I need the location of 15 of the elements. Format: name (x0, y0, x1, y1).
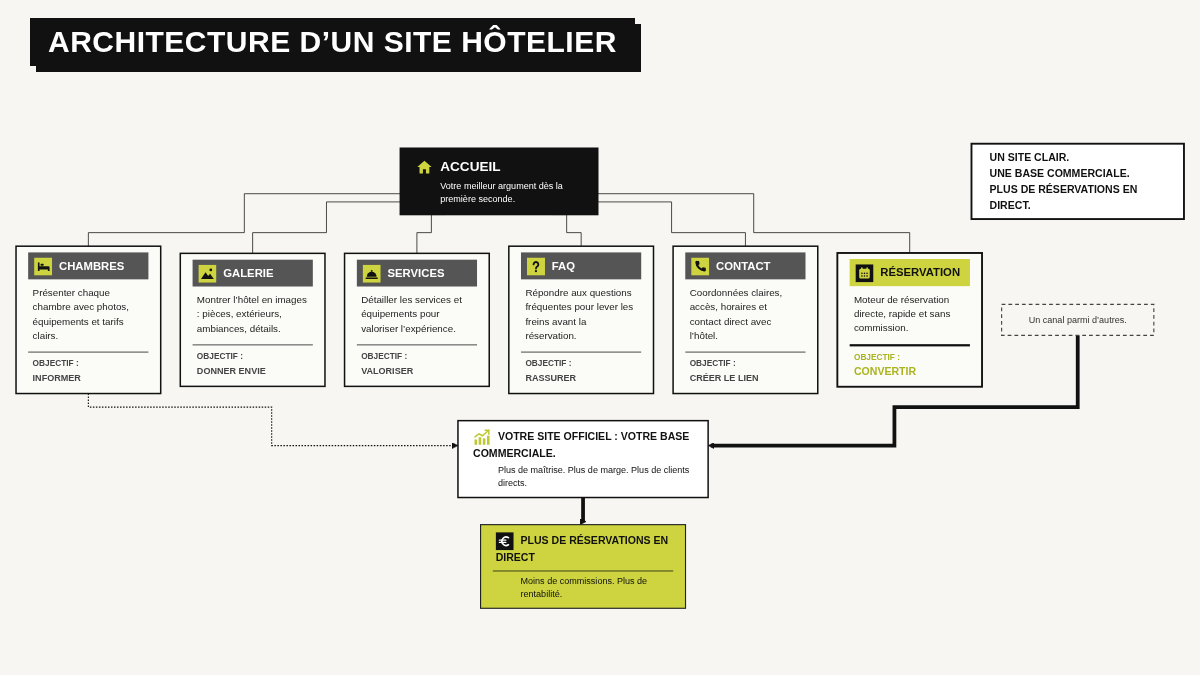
node-box: VOTRE SITE OFFICIEL : VOTRE BASE COMMERCIALE. Plus de maîtrise. Plus de marge. Plus de clients directs. (457, 419, 709, 499)
node-box: CONTACT Coordonnées claires, accès, horaires et contact direct avec l’hôtel. OBJECTIF : CRÉER LE LIEN (672, 245, 819, 395)
node-box: ACCUEIL Votre meilleur argument dès la première seconde. (399, 147, 599, 216)
node-box: RÉSERVATION Moteur de réservation directe, rapide et sans commission. OBJECTIF : CONVERTIR (836, 252, 983, 388)
connector (597, 201, 746, 247)
connector (597, 193, 911, 254)
connector (252, 201, 401, 254)
connector (88, 193, 401, 247)
node-box: FAQ Répondre aux questions fréquentes pour lever les freins avant la réservation. OBJECTIF : RASSURER (508, 245, 655, 395)
node-box: SERVICES Détailler les services et équipements pour valoriser l’expérience. OBJECTIF : VALORISER (343, 252, 490, 388)
node-box: PLUS DE RÉSERVATIONS EN DIRECT Moins de commissions. Plus de rentabilité. (480, 524, 687, 609)
node-box: CHAMBRES Présenter chaque chambre avec photos, équipements et tarifs clairs. OBJECTIF : INFORMER (15, 245, 162, 395)
node-box: GALERIE Montrer l’hôtel en images : pièces, extérieurs, ambiances, détails. OBJECTIF : DONNER ENVIE (179, 252, 326, 388)
node-box: UN SITE CLAIR. UNE BASE COMMERCIALE. PLUS DE RÉSERVATIONS EN DIRECT. (970, 142, 1185, 220)
node-box: Un canal parmi d’autres. (1001, 303, 1155, 336)
